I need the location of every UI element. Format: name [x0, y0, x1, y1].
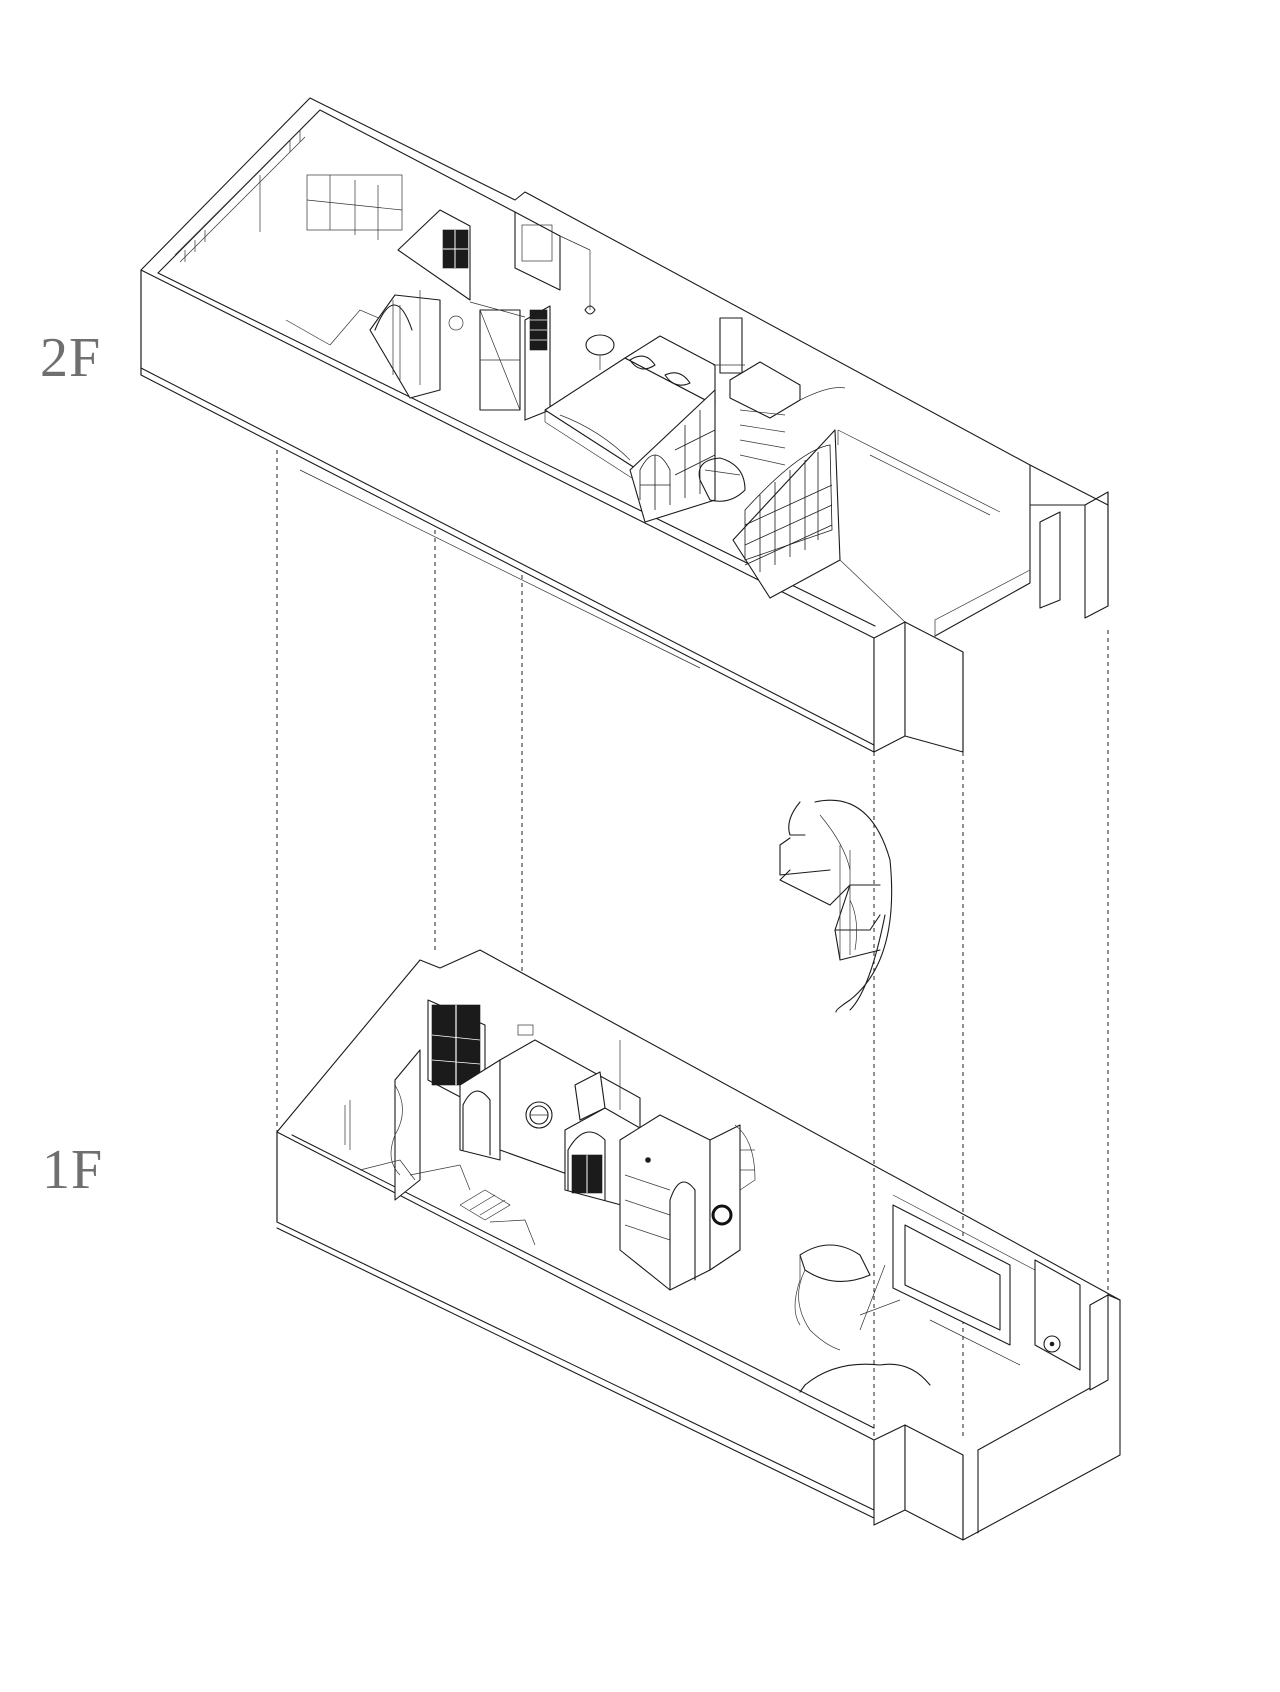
upper-bedroom [544, 305, 746, 523]
floor-label-1f: 1F [42, 1139, 104, 1201]
upper-right-room [732, 429, 1031, 636]
lower-living-furniture [794, 1244, 931, 1393]
floor-label-2f: 2F [40, 327, 102, 389]
upper-bathroom [369, 209, 591, 421]
upper-floor-shell [140, 97, 1109, 753]
spiral-staircase [779, 799, 893, 1013]
lower-media-wall [859, 1194, 1081, 1371]
upper-shelving [729, 361, 846, 466]
upper-floor-2f [140, 97, 1109, 753]
lower-floor-1f [276, 949, 1121, 1541]
lower-laundry-shelving [619, 1114, 756, 1291]
alignment-dashed-lines [276, 450, 1109, 1440]
lower-floor-shell [276, 949, 1121, 1541]
